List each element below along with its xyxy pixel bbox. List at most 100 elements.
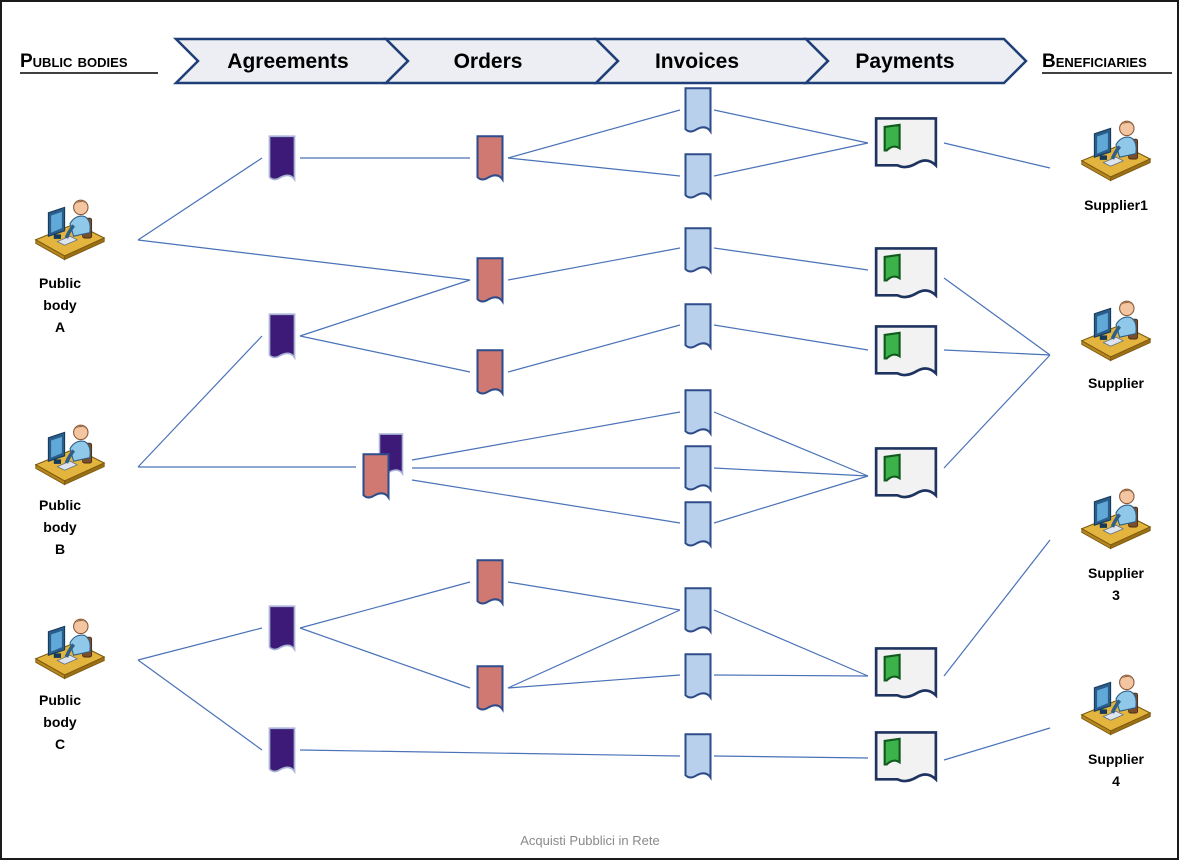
connector (299, 279, 471, 337)
public-body-b-label-line1: Public (39, 497, 81, 513)
payment-document-icon (874, 325, 938, 377)
connector (507, 109, 681, 159)
connector (137, 627, 263, 661)
invoices-column (684, 87, 712, 779)
connector (507, 247, 681, 281)
public-body-a-label-line2: body (43, 297, 77, 313)
invoice-document-icon (684, 501, 712, 547)
connector (943, 277, 1051, 356)
connector (713, 467, 869, 477)
invoice-document-icon (684, 227, 712, 273)
public-bodies-heading: Public bodies (20, 51, 158, 74)
connector (507, 324, 681, 373)
order-document-icon (476, 349, 504, 395)
order-document-icon (476, 135, 504, 181)
connector-lines (137, 109, 1051, 761)
agreement-document-icon (268, 605, 296, 651)
connector (299, 581, 471, 629)
connector (299, 335, 471, 373)
connector (943, 539, 1051, 677)
beneficiaries-heading: Beneficiaries (1042, 51, 1172, 74)
supplier-2-label: Supplier (1088, 375, 1145, 391)
public-body-c-label-line3: C (55, 736, 65, 752)
public-body-b-label-line2: body (43, 519, 77, 535)
person-at-computer-icon (1082, 121, 1150, 180)
order-document-icon (476, 665, 504, 711)
connector (713, 755, 869, 759)
public-body-b: Public body B (36, 425, 104, 557)
stage-label-agreements: Agreements (227, 50, 348, 73)
supplier-4: Supplier 4 (1082, 675, 1150, 789)
supplier-3: Supplier 3 (1082, 489, 1150, 603)
beneficiaries-column: Supplier1 Supplier Supplier 3 Supplier 4 (1082, 121, 1150, 789)
connector (713, 674, 869, 677)
process-stages-arrow: Agreements Orders Invoices Payments (172, 37, 1028, 85)
orders-column (476, 135, 504, 711)
invoice-document-icon (684, 445, 712, 491)
public-body-a-label-line1: Public (39, 275, 81, 291)
connector (299, 749, 681, 757)
connector (507, 674, 681, 689)
agreement-order-stack (362, 433, 404, 499)
connector (713, 247, 869, 271)
person-at-computer-icon (1082, 301, 1150, 360)
connector (411, 479, 681, 524)
agreement-document-icon (268, 135, 296, 181)
connector (943, 727, 1051, 761)
person-at-computer-icon (1082, 675, 1150, 734)
person-at-computer-icon (36, 619, 104, 678)
stage-label-orders: Orders (454, 50, 523, 73)
supplier-3-label-line1: Supplier (1088, 565, 1145, 581)
stage-arrow-payments (802, 37, 1028, 85)
stage-label-payments: Payments (855, 50, 954, 73)
connector (137, 239, 471, 281)
supplier-2: Supplier (1082, 301, 1150, 391)
agreement-document-icon (268, 727, 296, 773)
connector (943, 349, 1051, 356)
payment-document-icon (874, 117, 938, 169)
footer-caption: Acquisti Pubblici in Rete (520, 833, 659, 848)
payments-column (874, 117, 938, 783)
connector (713, 411, 869, 477)
public-body-b-label-line3: B (55, 541, 65, 557)
payment-document-icon (874, 447, 938, 499)
connector (713, 324, 869, 351)
connector (507, 609, 681, 689)
payment-document-icon (874, 731, 938, 783)
public-bodies-column: Public body A Public body B Public body … (36, 200, 104, 752)
connector (943, 354, 1051, 469)
invoice-document-icon (684, 153, 712, 199)
public-bodies-title: Public bodies (20, 51, 128, 72)
person-at-computer-icon (1082, 489, 1150, 548)
agreement-document-icon (268, 313, 296, 359)
order-document-icon (362, 453, 390, 499)
agreements-column (268, 135, 296, 773)
invoice-document-icon (684, 733, 712, 779)
supplier-4-label-line2: 4 (1112, 773, 1120, 789)
connector (713, 142, 869, 177)
public-body-c: Public body C (36, 619, 104, 752)
invoice-document-icon (684, 303, 712, 349)
person-at-computer-icon (36, 425, 104, 484)
person-at-computer-icon (36, 200, 104, 259)
public-body-a: Public body A (36, 200, 104, 335)
connector (411, 411, 681, 461)
order-document-icon (476, 257, 504, 303)
connector (137, 659, 263, 751)
connector (713, 609, 869, 677)
public-body-c-label-line2: body (43, 714, 77, 730)
stage-label-invoices: Invoices (655, 50, 739, 73)
supplier-1-label: Supplier1 (1084, 197, 1148, 213)
supplier-3-label-line2: 3 (1112, 587, 1120, 603)
connector (299, 627, 471, 689)
supplier-4-label-line1: Supplier (1088, 751, 1145, 767)
connector (713, 109, 869, 144)
public-body-a-label-line3: A (55, 319, 65, 335)
connector (507, 157, 681, 177)
payment-document-icon (874, 647, 938, 699)
beneficiaries-title: Beneficiaries (1042, 51, 1147, 72)
public-body-c-label-line1: Public (39, 692, 81, 708)
invoice-document-icon (684, 587, 712, 633)
